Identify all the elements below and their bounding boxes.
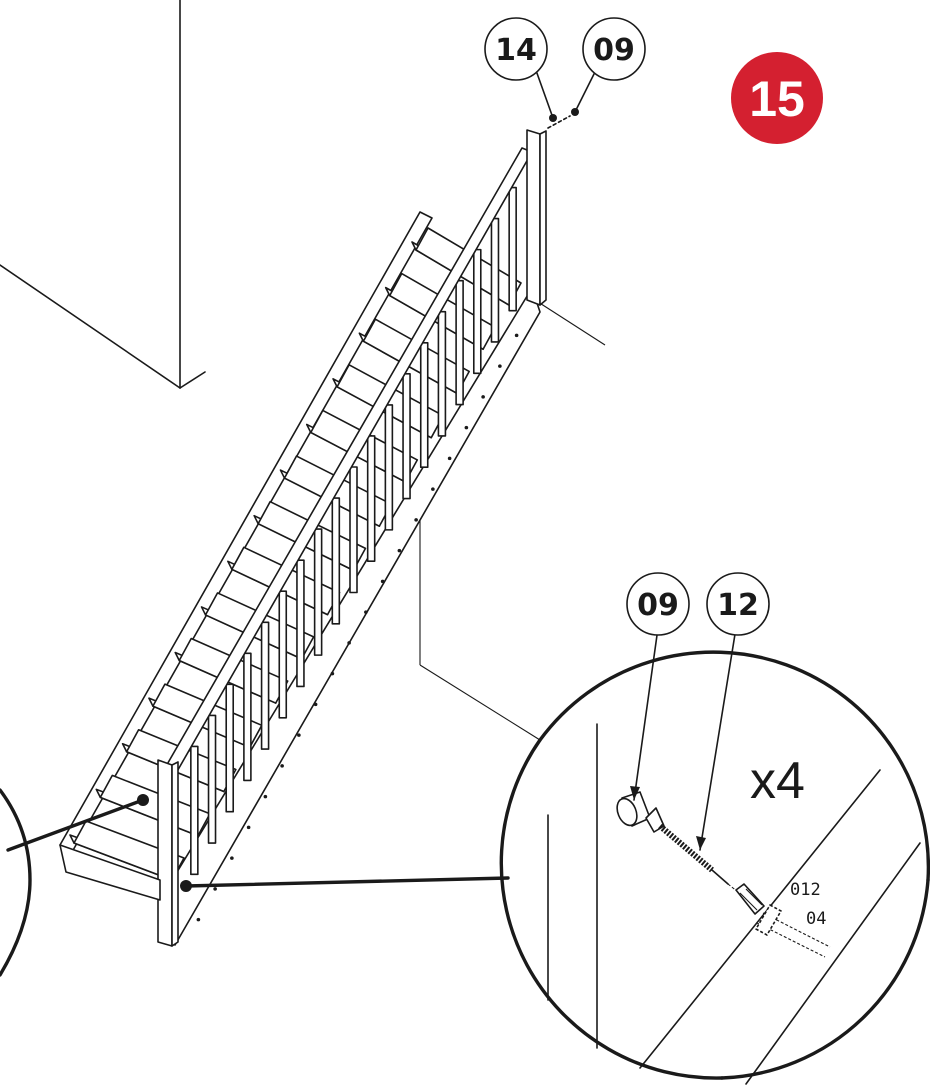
baluster (190, 745, 199, 876)
screw-hole (280, 764, 284, 768)
screw-hole (230, 856, 234, 860)
screw-hole (196, 917, 201, 922)
stair-riser (73, 820, 185, 881)
top-newel-post (526, 129, 541, 306)
baluster (278, 590, 288, 719)
callout-14-label: 14 (495, 33, 537, 68)
screw-hole (498, 364, 502, 368)
screw-hole (397, 548, 402, 553)
handrail (164, 147, 533, 776)
screw-hole (431, 487, 435, 491)
screw-hole (213, 887, 217, 891)
code-label-04: 04 (806, 909, 826, 929)
detail-circle-right (499, 650, 930, 1085)
screw-hole (481, 395, 485, 399)
screw-hole (330, 671, 335, 676)
screw-icon (645, 807, 729, 885)
baluster (225, 683, 235, 813)
detail-leaders (6, 794, 510, 892)
baluster (207, 714, 217, 844)
wall-outline (0, 0, 606, 741)
callout-12-label: 12 (717, 588, 759, 623)
screw-hole (414, 518, 418, 522)
top-fastener (532, 61, 601, 129)
callout-09-top: 09 (582, 17, 646, 81)
staircase (59, 129, 547, 947)
screw-hole (447, 456, 452, 461)
callout-12: 12 (706, 572, 770, 636)
detail-hardware (616, 627, 765, 915)
screw-hole (514, 333, 519, 338)
screw-hole (380, 579, 385, 584)
bottom-newel-post (157, 759, 173, 947)
screw-hole (246, 825, 251, 830)
baluster (366, 435, 376, 562)
baluster (384, 404, 394, 531)
baluster (472, 248, 482, 375)
baluster (437, 310, 447, 437)
baluster (349, 466, 358, 594)
callout-09-top-label: 09 (593, 33, 635, 68)
screw-hole (464, 425, 469, 430)
baluster (296, 559, 305, 688)
baluster (508, 186, 517, 312)
balusters (190, 186, 517, 876)
dowel-icon (735, 883, 765, 915)
screw-hole (297, 733, 301, 737)
baluster (490, 217, 500, 343)
screw-hole (364, 610, 368, 614)
screw-hole (313, 702, 318, 707)
baluster (419, 341, 429, 469)
baluster (331, 497, 341, 625)
baluster (260, 621, 270, 750)
baluster (455, 279, 464, 406)
baluster (313, 528, 323, 656)
baluster (243, 652, 252, 782)
stringer-screw-holes (196, 333, 519, 922)
plug-icon (616, 791, 651, 827)
callout-09-detail-label: 09 (637, 588, 679, 623)
screw-hole (263, 794, 268, 799)
quantity-label: x4 (750, 752, 805, 810)
callout-14: 14 (484, 17, 548, 81)
step-number: 15 (749, 71, 805, 127)
detail-circle-left (0, 788, 32, 977)
screw-hole (347, 641, 351, 645)
step-badge: 15 (731, 52, 823, 144)
callout-09-detail: 09 (626, 572, 690, 636)
code-label-012: 012 (790, 880, 821, 900)
baluster (402, 373, 411, 500)
